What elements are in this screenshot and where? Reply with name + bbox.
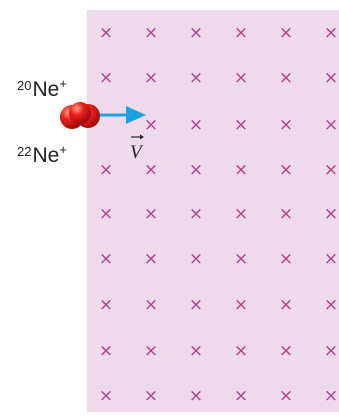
field-marker: × <box>99 295 113 315</box>
field-marker: × <box>99 249 113 269</box>
field-marker: × <box>234 204 248 224</box>
field-marker: × <box>189 23 203 43</box>
field-marker: × <box>324 341 338 361</box>
field-marker: × <box>279 204 293 224</box>
ion-label-ne22-charge: + <box>59 142 67 157</box>
field-marker: × <box>324 160 338 180</box>
ion-label-ne20: 20Ne+ <box>17 77 67 100</box>
field-marker: × <box>144 341 158 361</box>
field-marker: × <box>99 204 113 224</box>
velocity-symbol: V <box>130 142 144 163</box>
velocity-vector: V <box>100 106 146 163</box>
field-marker: × <box>279 68 293 88</box>
field-marker: × <box>144 204 158 224</box>
field-marker: × <box>189 249 203 269</box>
field-marker: × <box>99 68 113 88</box>
field-marker: × <box>279 386 293 406</box>
field-marker: × <box>144 68 158 88</box>
field-marker: × <box>189 68 203 88</box>
field-marker: × <box>234 341 248 361</box>
field-marker: × <box>99 341 113 361</box>
field-marker: × <box>189 160 203 180</box>
field-marker: × <box>99 23 113 43</box>
field-marker: × <box>279 295 293 315</box>
velocity-symbol-vector-tip <box>140 134 144 140</box>
field-marker: × <box>144 249 158 269</box>
velocity-arrowhead <box>126 106 146 124</box>
field-marker: × <box>144 23 158 43</box>
field-marker: × <box>234 68 248 88</box>
field-marker: × <box>189 115 203 135</box>
ion-ball-center <box>69 102 91 124</box>
field-marker: × <box>279 23 293 43</box>
field-marker: × <box>324 249 338 269</box>
field-marker: × <box>189 295 203 315</box>
field-marker: × <box>324 295 338 315</box>
field-marker: × <box>324 204 338 224</box>
ion-label-ne22-mass-number: 22 <box>17 144 32 159</box>
field-marker: × <box>279 115 293 135</box>
field-marker: × <box>189 386 203 406</box>
ion-label-ne20-mass-number: 20 <box>17 78 32 93</box>
field-marker: × <box>189 341 203 361</box>
field-marker: × <box>279 341 293 361</box>
field-marker: × <box>324 23 338 43</box>
ion-label-ne20-charge: + <box>59 76 67 91</box>
field-marker: × <box>279 249 293 269</box>
field-marker: × <box>234 249 248 269</box>
field-marker: × <box>324 68 338 88</box>
field-marker: × <box>234 386 248 406</box>
field-marker: × <box>99 386 113 406</box>
field-marker: × <box>144 115 158 135</box>
ion-label-ne22-element: Ne <box>32 144 60 167</box>
ion-beam <box>60 102 100 129</box>
field-marker: × <box>144 160 158 180</box>
field-marker: × <box>234 295 248 315</box>
field-marker: × <box>189 204 203 224</box>
field-marker: × <box>234 23 248 43</box>
field-marker: × <box>144 295 158 315</box>
ion-label-ne22: 22Ne+ <box>17 143 67 166</box>
ion-label-ne20-element: Ne <box>32 78 60 101</box>
field-marker: × <box>99 160 113 180</box>
field-marker: × <box>324 386 338 406</box>
field-markers: × × × × × × × × × × × × × × × × × × × × × × × × × × × × × × × × × × × × × × × ×… <box>99 23 338 406</box>
field-marker: × <box>234 160 248 180</box>
field-marker: × <box>234 115 248 135</box>
magnetic-field-region <box>87 10 339 412</box>
field-marker: × <box>144 386 158 406</box>
field-marker: × <box>324 115 338 135</box>
field-marker: × <box>279 160 293 180</box>
